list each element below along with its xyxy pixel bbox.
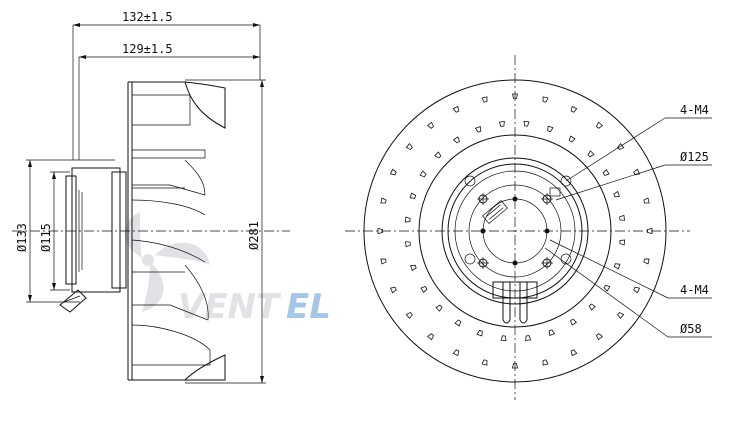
blade-tip-mark — [420, 286, 428, 293]
blade-tip-mark — [542, 96, 549, 103]
blade-tip-mark — [512, 363, 518, 369]
blade-tip-mark — [647, 228, 653, 234]
blade-tip-mark — [453, 136, 460, 144]
blade-tip-mark — [426, 333, 435, 341]
side-view: 132±1.5 129±1.5 Ø281 Ø133 Ø115 — [12, 10, 290, 384]
blade-tip-mark — [568, 135, 576, 143]
blade-tip-mark — [481, 359, 488, 366]
label-holes-inner: 4-M4 — [680, 283, 709, 297]
blade-tip-mark — [380, 258, 387, 265]
blade-tip-mark — [570, 349, 578, 357]
blade-tip-mark — [512, 93, 518, 99]
blade-tip-mark — [617, 311, 625, 320]
blade-tip-mark — [481, 96, 488, 103]
blade-tip-mark — [380, 197, 387, 204]
leader-pcd-58 — [544, 247, 669, 338]
blade-tip-mark — [404, 216, 411, 223]
blade-tip-mark — [603, 284, 611, 292]
blade-tip-mark — [613, 263, 621, 270]
blade-tip-mark — [410, 264, 417, 272]
leader-holes-outer — [565, 117, 666, 182]
blade-tip-mark — [405, 241, 411, 248]
blade-tip-mark — [476, 329, 483, 337]
blade-tip-mark — [474, 126, 482, 133]
blade-tip-mark — [643, 258, 650, 265]
blade-tip-mark — [588, 303, 596, 311]
blade-tip-mark — [643, 197, 650, 204]
inner-mount-holes — [480, 196, 550, 266]
blade-tip-mark — [619, 214, 625, 221]
blade-tip-mark — [419, 170, 427, 178]
dim-text-129: 129±1.5 — [122, 42, 173, 56]
hub-circle-3 — [454, 170, 576, 292]
blade-tip-mark — [523, 120, 530, 127]
cable-outlet — [492, 281, 538, 324]
dim-text-133: Ø133 — [15, 223, 29, 252]
motor-body — [65, 167, 127, 293]
dim-text-281: Ø281 — [247, 221, 261, 250]
blade-tip-mark — [500, 335, 507, 342]
blade-tip-mark — [570, 318, 577, 326]
watermark-fan-icon — [124, 212, 210, 312]
blade-tip-mark — [434, 151, 442, 159]
hub-label-plate — [482, 199, 508, 225]
blade-tip-mark — [389, 286, 397, 294]
blade-tip-mark — [452, 105, 460, 113]
blade-tip-mark — [617, 142, 625, 151]
leader-pcd-125 — [555, 164, 666, 201]
blade-tip-mark — [542, 359, 549, 366]
dim-text-115: Ø115 — [39, 223, 53, 252]
blade-tip-mark — [587, 150, 595, 158]
blade-tip-mark — [547, 125, 554, 133]
blade-tip-mark — [454, 319, 462, 327]
label-pcd-58: Ø58 — [680, 322, 702, 336]
blade-marks — [377, 93, 653, 369]
label-holes-outer: 4-M4 — [680, 103, 709, 117]
blade-tip-mark — [525, 335, 532, 341]
hub-circle-1 — [441, 157, 589, 305]
label-pcd-125: Ø125 — [680, 150, 709, 164]
wheel-outer-circle — [363, 79, 667, 383]
blade-tip-mark — [595, 333, 604, 341]
blade-tip-mark — [595, 121, 604, 129]
pcd-125-circle — [468, 184, 562, 278]
blade-tip-mark — [389, 168, 397, 176]
watermark-text-el: EL — [286, 287, 331, 327]
blade-tip-mark — [570, 105, 578, 113]
watermark-text-vent: VENT — [178, 287, 282, 327]
blade-tip-mark — [409, 192, 417, 199]
blade-tip-mark — [619, 239, 626, 246]
blade-tip-mark — [613, 190, 620, 198]
dim-text-132: 132±1.5 — [122, 10, 173, 24]
blade-tip-mark — [548, 329, 556, 336]
corner-bosses — [464, 175, 572, 265]
blade-tip-mark — [602, 169, 610, 176]
cable-gland — [59, 289, 87, 313]
blade-tip-mark — [405, 311, 413, 320]
blade-tip-mark — [377, 228, 383, 234]
watermark-logo: VENT EL — [124, 212, 331, 327]
front-view: 4-M4 Ø125 4-M4 Ø58 — [345, 55, 712, 400]
wheel-inner-circle — [418, 134, 612, 328]
blade-tip-mark — [435, 304, 443, 312]
blade-tip-mark — [633, 286, 641, 294]
hub-tab — [549, 187, 561, 197]
blade-tip-mark — [405, 142, 413, 151]
blade-tip-mark — [426, 121, 435, 129]
impeller-side — [127, 81, 226, 381]
blade-tip-mark — [452, 349, 460, 357]
leader-holes-inner — [549, 239, 669, 299]
outer-mount-holes — [477, 193, 553, 269]
blade-tip-mark — [498, 121, 505, 127]
